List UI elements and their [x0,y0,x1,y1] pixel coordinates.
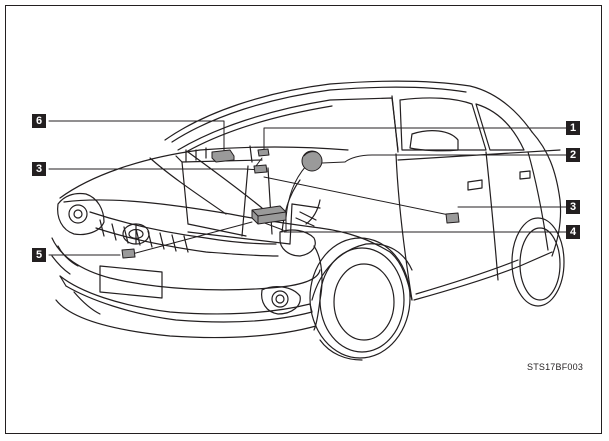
figure-code: STS17BF003 [527,362,584,372]
fog-lamp-icon [261,286,301,315]
component-2-horn [301,150,323,172]
callout-5: 5 [32,248,46,262]
callout-6: 6 [32,114,46,128]
component-3-sensor-right [445,212,460,224]
callout-3-right: 3 [566,200,580,214]
callout-4: 4 [566,225,580,239]
component-5-sensor [121,248,136,259]
rear-wheel [511,217,565,307]
component-3-sensor-left [253,164,268,174]
component-4-control-unit [251,205,287,225]
front-fascia [51,192,323,339]
component-6-airbag-module [211,149,235,163]
component-1-sensor [257,148,270,157]
callout-3-left: 3 [32,162,46,176]
car-body-outline [59,80,562,301]
engine-bay-inset [175,145,321,245]
callout-2: 2 [566,148,580,162]
leader-lines [48,120,567,256]
emblem-icon [122,223,150,245]
callout-1: 1 [566,121,580,135]
